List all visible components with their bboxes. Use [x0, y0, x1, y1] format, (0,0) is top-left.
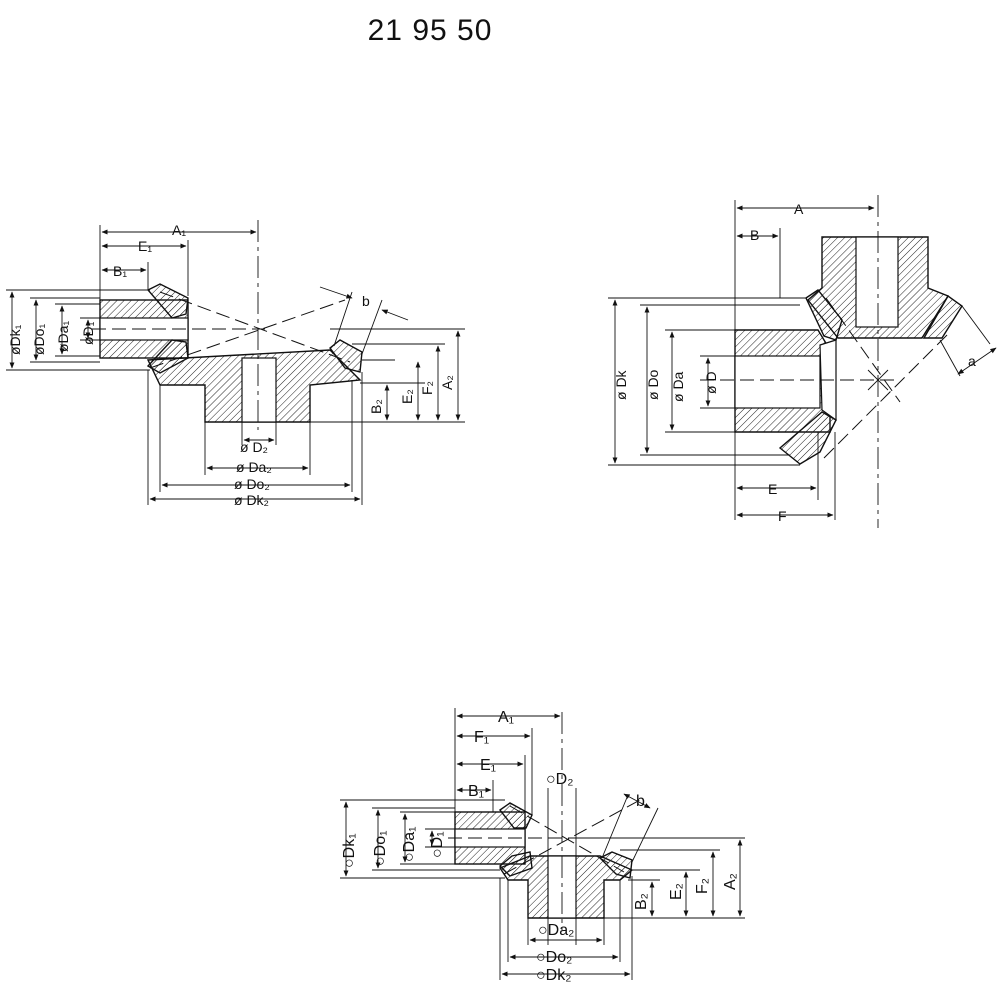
label-do1-3: ○Do₁	[372, 830, 389, 866]
label-e2: E₂	[399, 389, 415, 404]
label-a: A	[794, 201, 804, 217]
view-2-bevel-gear-pair: A B ø Dk ø Do ø Da ø D E F a	[608, 195, 997, 528]
label-e1: E₁	[138, 238, 152, 254]
label-f: F	[778, 508, 787, 524]
label-e2-3: E₂	[668, 883, 685, 900]
label-a1: A₁	[172, 222, 186, 238]
gear-bore	[241, 357, 277, 423]
label-dk: ø Dk	[613, 369, 629, 400]
label-e: E	[768, 481, 777, 497]
label-f2-3: F₂	[694, 878, 711, 894]
view-1-bevel-gear-pair: A₁ E₁ B₁ b øDk₁ øDo₁ øDa₁ øD₁ B₂ E₂ F₂ A…	[6, 220, 465, 508]
gear-tooth-left-3	[498, 851, 533, 877]
label-e1-3: E₁	[480, 757, 496, 774]
pinion-tooth-top-3	[498, 802, 533, 829]
label-do2: ø Do₂	[234, 476, 270, 492]
label-da2: ø Da₂	[236, 459, 272, 475]
label-da1-3: ○Da₁	[401, 826, 418, 862]
label-f2: F₂	[419, 381, 435, 395]
label-do2-3: ○Do₂	[536, 949, 572, 966]
label-d: ø D	[703, 371, 719, 394]
horizontal-tooth-bottom	[778, 411, 837, 465]
label-do: ø Do	[645, 369, 661, 400]
label-d1: øD₁	[80, 321, 96, 345]
label-da: ø Da	[670, 371, 686, 402]
label-da2-3: ○Da₂	[538, 922, 574, 939]
label-b1: B₁	[113, 263, 127, 279]
pinion-tooth-top	[146, 283, 189, 319]
label-d1-3: ○D₁	[429, 831, 446, 858]
label-dk1: øDk₁	[7, 324, 23, 355]
label-a1-3: A₁	[498, 709, 514, 726]
label-b2-3: B₂	[633, 893, 650, 910]
label-f1-3: F₁	[474, 729, 489, 746]
label-a2-3: A₂	[722, 873, 739, 890]
label-dk1-3: ○Dk₁	[341, 833, 358, 868]
label-dk2: ø Dk₂	[234, 492, 269, 508]
label-do1: øDo₁	[31, 324, 47, 355]
drawing-number: 21 95 50	[367, 14, 493, 47]
gear-vertical-bore	[855, 236, 899, 328]
label-b1-3: B₁	[468, 783, 484, 800]
view-3-bevel-gear-pair: A₁ F₁ E₁ B₁ ○D₂ b ○Dk₁ ○Do₁ ○Da₁ ○D₁ B₂ …	[340, 708, 745, 984]
label-a2: A₂	[439, 375, 455, 390]
label-a-width: a	[968, 353, 976, 369]
label-da1: øDa₁	[55, 321, 71, 352]
vertical-tooth-left	[805, 289, 843, 341]
label-d2-3: ○D₂	[546, 771, 573, 788]
gear-horizontal-bore	[734, 355, 821, 409]
label-b2: B₂	[368, 399, 384, 414]
label-b-width: b	[362, 293, 370, 309]
label-dk2-3: ○Dk₂	[536, 967, 571, 984]
label-b: B	[750, 227, 759, 243]
label-d2: ø D₂	[240, 439, 268, 455]
gear-tooth-right	[329, 339, 363, 373]
label-b-width-3: b	[636, 793, 645, 810]
